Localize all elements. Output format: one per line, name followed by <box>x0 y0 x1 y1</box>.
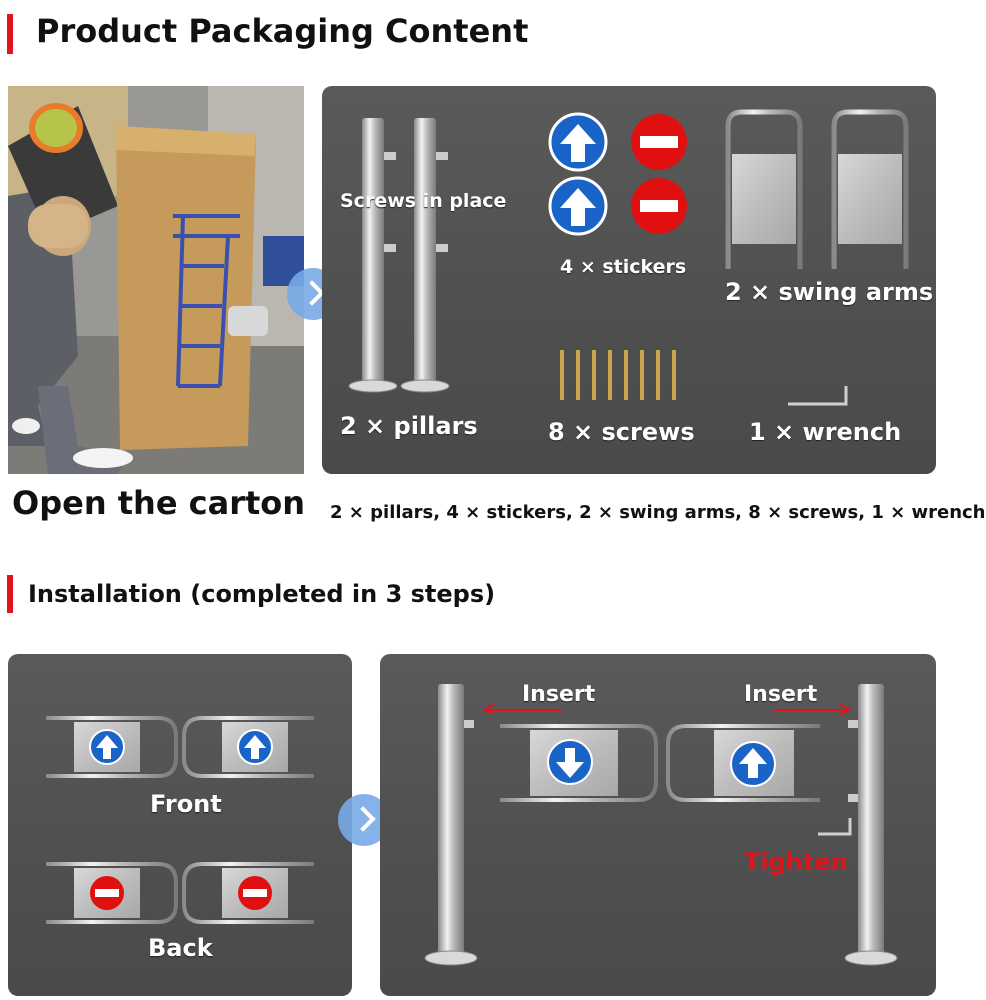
sticker-illustrations <box>548 112 687 236</box>
orientation-illustration <box>46 716 314 924</box>
label-insert-right: Insert <box>744 682 818 707</box>
no-entry-sticker-icon <box>90 876 272 910</box>
label-screws-in-place: Screws in place <box>340 190 507 212</box>
screw-illustrations <box>560 350 676 400</box>
label-front: Front <box>150 790 222 818</box>
wrench-illustration <box>818 818 852 836</box>
carton-photo <box>8 86 304 474</box>
label-wrench: 1 × wrench <box>749 418 902 446</box>
assembly-illustration <box>424 684 898 966</box>
section-accent-bar <box>7 14 13 54</box>
label-tighten: Tighten <box>744 848 848 876</box>
carton-photo-illustration <box>8 86 304 474</box>
label-screws: 8 × screws <box>548 418 695 446</box>
label-swing-arms: 2 × swing arms <box>725 278 934 306</box>
section-title-installation: Installation (completed in 3 steps) <box>28 580 496 608</box>
label-stickers: 4 × stickers <box>560 256 687 278</box>
up-arrow-sticker-icon <box>730 741 776 787</box>
section-accent-bar <box>7 575 13 613</box>
pillar-illustration <box>348 118 450 393</box>
photo-caption: Open the carton <box>12 484 306 522</box>
package-summary: 2 × pillars, 4 × stickers, 2 × swing arm… <box>330 502 986 523</box>
orientation-panel: Front Back <box>8 654 352 996</box>
package-contents-panel: Screws in place 4 × stickers 2 × swing a… <box>322 86 936 474</box>
label-pillars: 2 × pillars <box>340 412 478 440</box>
assembly-panel: Insert Insert Tighten <box>380 654 936 996</box>
package-contents-illustration <box>348 109 909 406</box>
wrench-illustration <box>788 386 848 406</box>
up-arrow-sticker-icon <box>89 729 273 765</box>
down-arrow-sticker-icon <box>547 739 593 785</box>
label-back: Back <box>148 934 213 962</box>
label-insert-left: Insert <box>522 682 596 707</box>
swing-arm-illustration <box>725 109 909 269</box>
section-title-packaging: Product Packaging Content <box>36 12 529 50</box>
